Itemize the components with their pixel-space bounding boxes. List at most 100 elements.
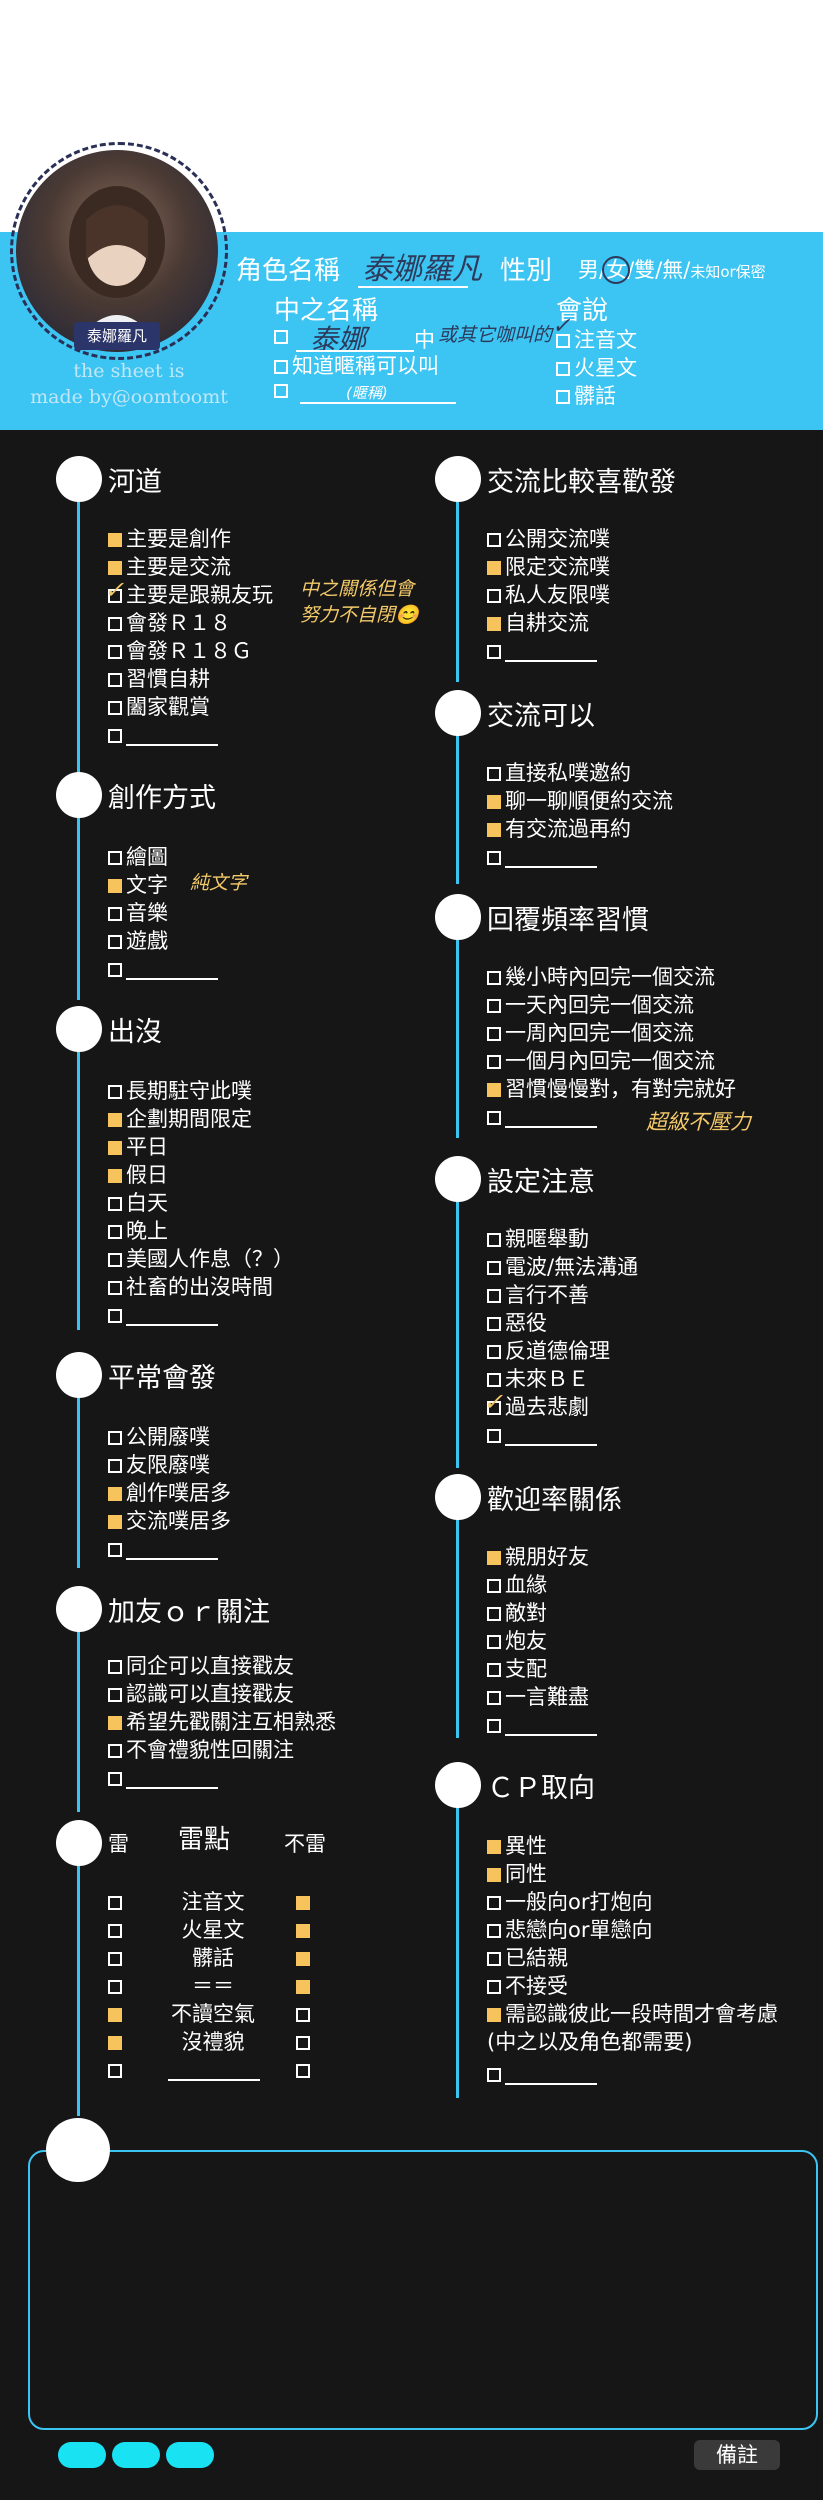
checkbox[interactable] — [487, 1691, 501, 1705]
option-item[interactable]: 友限廢噗 — [108, 1451, 210, 1479]
option-item[interactable]: 公開交流噗 — [487, 525, 610, 553]
checkbox[interactable] — [108, 2008, 122, 2022]
checkbox[interactable] — [556, 362, 570, 376]
checkbox[interactable] — [108, 907, 122, 921]
lang-opt-zhuyin[interactable]: 注音文 — [556, 324, 637, 354]
option-blank[interactable] — [487, 637, 597, 665]
checkbox[interactable] — [487, 2068, 501, 2082]
checkbox[interactable] — [108, 879, 122, 893]
checkbox[interactable] — [108, 589, 122, 603]
option-item[interactable]: 美國人作息（？） — [108, 1245, 294, 1273]
gender-none[interactable]: 無 — [662, 258, 684, 282]
option-item[interactable]: 親朋好友 — [487, 1543, 589, 1571]
option-item[interactable]: 繪圖 — [108, 843, 168, 871]
checkbox[interactable] — [274, 330, 288, 344]
option-blank[interactable] — [487, 843, 597, 871]
checkbox[interactable] — [296, 1952, 310, 1966]
option-item[interactable]: 有交流過再約 — [487, 815, 631, 843]
option-blank[interactable] — [108, 721, 218, 749]
option-item[interactable]: 遊戲 — [108, 927, 168, 955]
checkbox[interactable] — [487, 1345, 501, 1359]
checkbox[interactable] — [108, 1515, 122, 1529]
option-blank[interactable] — [487, 2060, 597, 2088]
checkbox[interactable] — [487, 823, 501, 837]
checkbox[interactable] — [108, 1197, 122, 1211]
option-item[interactable]: 聊一聊順便約交流 — [487, 787, 673, 815]
option-item[interactable]: 電波/無法溝通 — [487, 1253, 638, 1281]
checkbox[interactable] — [556, 390, 570, 404]
option-item[interactable]: 主要是跟親友玩 — [108, 581, 273, 609]
checkbox[interactable] — [487, 1635, 501, 1649]
option-item[interactable]: 需認識彼此一段時間才會考慮 — [487, 2000, 778, 2028]
option-blank[interactable] — [108, 1301, 218, 1329]
checkbox[interactable] — [108, 1688, 122, 1702]
checkbox[interactable] — [108, 1924, 122, 1938]
checkbox[interactable] — [108, 1225, 122, 1239]
mine-right-checkbox[interactable] — [296, 2000, 314, 2028]
checkbox[interactable] — [108, 533, 122, 547]
checkbox[interactable] — [487, 1840, 501, 1854]
gender-unknown[interactable]: 未知or保密 — [690, 263, 766, 281]
alias-opt-1[interactable] — [274, 324, 292, 348]
option-item[interactable]: 已結親 — [487, 1944, 568, 1972]
checkbox[interactable] — [487, 1027, 501, 1041]
checkbox[interactable] — [108, 701, 122, 715]
checkbox[interactable] — [108, 1141, 122, 1155]
option-item[interactable]: 長期駐守此噗 — [108, 1077, 252, 1105]
checkbox[interactable] — [108, 729, 122, 743]
option-item[interactable]: 主要是交流 — [108, 553, 231, 581]
option-item[interactable]: 同性 — [487, 1860, 547, 1888]
option-item[interactable]: 假日 — [108, 1161, 168, 1189]
mine-right-checkbox[interactable] — [296, 1888, 314, 1916]
checkbox[interactable] — [487, 1429, 501, 1443]
checkbox[interactable] — [487, 1896, 501, 1910]
option-item[interactable]: 社畜的出沒時間 — [108, 1273, 273, 1301]
option-item[interactable]: 言行不善 — [487, 1281, 589, 1309]
checkbox[interactable] — [487, 2008, 501, 2022]
checkbox[interactable] — [108, 645, 122, 659]
option-item[interactable]: 自耕交流 — [487, 609, 589, 637]
checkbox[interactable] — [108, 617, 122, 631]
gender-male[interactable]: 男 — [578, 258, 599, 282]
option-item[interactable]: 炮友 — [487, 1627, 547, 1655]
checkbox[interactable] — [487, 589, 501, 603]
alias-opt-2[interactable]: 知道暱稱可以叫 — [274, 350, 439, 380]
option-item[interactable]: 會發Ｒ１８ — [108, 609, 231, 637]
option-item[interactable]: 異性 — [487, 1832, 547, 1860]
checkbox[interactable] — [108, 1487, 122, 1501]
mine-blank[interactable] — [168, 2056, 260, 2084]
option-item[interactable]: 直接私噗邀約 — [487, 759, 631, 787]
checkbox[interactable] — [296, 1980, 310, 1994]
checkbox[interactable] — [108, 1772, 122, 1786]
checkbox[interactable] — [487, 1233, 501, 1247]
mine-right-checkbox[interactable] — [296, 2056, 314, 2084]
mine-left-checkbox[interactable] — [108, 2056, 126, 2084]
alias-opt-3[interactable] — [274, 378, 292, 402]
checkbox[interactable] — [487, 1373, 501, 1387]
option-item[interactable]: 悲戀向or單戀向 — [487, 1916, 652, 1944]
checkbox[interactable] — [487, 1289, 501, 1303]
option-item[interactable]: 同企可以直接戳友 — [108, 1652, 294, 1680]
checkbox[interactable] — [108, 2036, 122, 2050]
mine-left-checkbox[interactable] — [108, 1888, 126, 1916]
checkbox[interactable] — [487, 1980, 501, 1994]
checkbox[interactable] — [487, 1401, 501, 1415]
checkbox[interactable] — [108, 1744, 122, 1758]
checkbox[interactable] — [487, 1083, 501, 1097]
checkbox[interactable] — [108, 1660, 122, 1674]
option-item[interactable]: 一般向or打炮向 — [487, 1888, 652, 1916]
option-item[interactable]: 一天內回完一個交流 — [487, 991, 694, 1019]
checkbox[interactable] — [108, 673, 122, 687]
option-item[interactable]: 一個月內回完一個交流 — [487, 1047, 715, 1075]
option-item[interactable]: 一言難盡 — [487, 1683, 589, 1711]
checkbox[interactable] — [108, 1281, 122, 1295]
checkbox[interactable] — [108, 1431, 122, 1445]
checkbox[interactable] — [487, 1663, 501, 1677]
checkbox[interactable] — [108, 1980, 122, 1994]
checkbox[interactable] — [108, 1085, 122, 1099]
option-item[interactable]: 習慣自耕 — [108, 665, 210, 693]
checkbox[interactable] — [487, 1868, 501, 1882]
mine-left-checkbox[interactable] — [108, 2028, 126, 2056]
option-item[interactable]: 惡役 — [487, 1309, 547, 1337]
option-item[interactable]: 創作噗居多 — [108, 1479, 231, 1507]
